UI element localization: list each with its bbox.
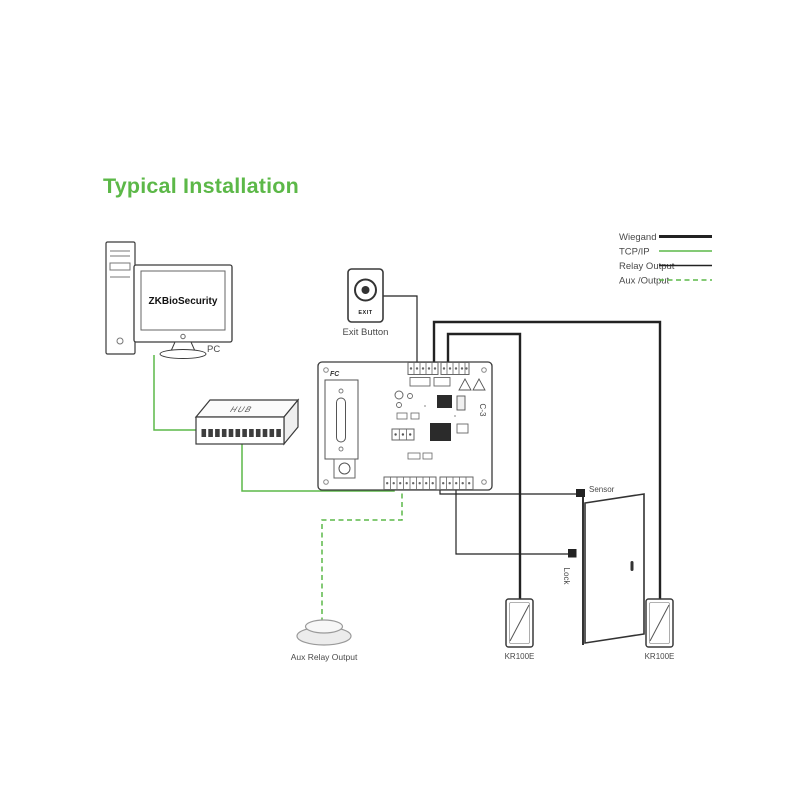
mount-hole — [323, 479, 329, 485]
page-title: Typical Installation — [103, 174, 299, 198]
wire-relay-controller-lock — [455, 485, 572, 555]
wire-aux-output-controller-auxrelay — [321, 485, 403, 622]
bracket-screw — [338, 446, 344, 452]
bracket-slot — [336, 397, 346, 443]
mount-hole — [323, 367, 329, 373]
component — [396, 412, 408, 420]
buzzer-hole — [338, 462, 351, 475]
mount-hole — [481, 367, 487, 373]
aux-relay-label: Aux Relay Output — [291, 652, 358, 662]
reader-right: KR100E — [645, 598, 675, 661]
bracket-screw — [338, 388, 344, 394]
wire-wiegand-controller-reader-left — [446, 332, 522, 606]
pc-tower-drive — [109, 262, 131, 271]
legend: Wiegand TCP/IP Relay Output Aux /Output — [619, 232, 712, 287]
reader-left: KR100E — [505, 598, 535, 661]
ic-chip — [437, 395, 452, 408]
ic-chip — [456, 395, 466, 411]
pc: ZKBioSecurity PC — [105, 241, 233, 359]
hub: HUB — [194, 398, 300, 446]
door-handle-icon — [630, 561, 634, 571]
sensor-label: Sensor — [589, 485, 615, 494]
monitor-power-icon — [180, 333, 186, 340]
pc-screen — [140, 270, 226, 331]
door-panel — [584, 493, 645, 644]
legend-label-aux-output: Aux /Output — [619, 276, 670, 287]
pc-screen-text: ZKBioSecurity — [149, 296, 218, 307]
aux-relay-dome — [304, 619, 344, 634]
monitor-base — [159, 349, 207, 359]
exit-button-text: EXIT — [358, 310, 372, 316]
fcc-mark: FC — [330, 371, 340, 378]
wire-tcpip-pc-hub — [153, 355, 200, 431]
exit-button: EXIT Exit Button — [343, 268, 389, 338]
capacitor — [396, 402, 402, 408]
mount-hole — [481, 479, 487, 485]
hub-ports — [201, 429, 281, 437]
capacitor — [394, 390, 404, 400]
ic-chip — [430, 423, 451, 441]
wire-wiegand-controller-reader-right — [432, 320, 662, 606]
via — [454, 415, 456, 417]
component — [456, 423, 469, 434]
legend-label-wiegand: Wiegand — [619, 232, 657, 243]
warning-triangle-icon — [458, 378, 472, 391]
connector — [409, 377, 431, 387]
reader-right-label: KR100E — [645, 652, 675, 661]
legend-label-relay-output: Relay Output — [619, 261, 675, 272]
component — [407, 452, 421, 460]
component — [422, 452, 433, 460]
exit-button-label: Exit Button — [343, 327, 389, 338]
connector-mid — [391, 428, 415, 441]
wire-exitbutton-controller — [380, 295, 418, 368]
exit-button-dot-icon — [361, 286, 370, 294]
reader-inner — [509, 602, 530, 644]
reader-stripe — [509, 604, 530, 642]
capacitor — [407, 393, 413, 399]
via — [424, 405, 426, 407]
hub-label: HUB — [228, 405, 255, 414]
connector — [433, 377, 451, 387]
door: Sensor Lock — [562, 485, 645, 645]
reader-stripe — [649, 604, 670, 642]
buzzer — [333, 458, 356, 479]
terminal-strip-bottom — [383, 476, 474, 490]
pc-label: PC — [207, 344, 220, 355]
pc-tower — [105, 241, 136, 355]
legend-label-tcpip: TCP/IP — [619, 247, 650, 258]
lock-label: Lock — [562, 568, 571, 586]
pc-power-button — [116, 337, 124, 345]
reader-inner — [649, 602, 670, 644]
controller-board: FC — [317, 361, 493, 491]
terminal-strip-top — [407, 362, 470, 375]
door-sensor-icon — [576, 489, 585, 497]
component — [410, 412, 420, 420]
wires — [153, 295, 662, 622]
door-lock-icon — [568, 549, 577, 558]
controller-model-label: C-3 — [478, 404, 487, 417]
warning-triangle-icon — [472, 378, 486, 391]
aux-relay-output: Aux Relay Output — [291, 619, 358, 662]
reader-left-label: KR100E — [505, 652, 535, 661]
